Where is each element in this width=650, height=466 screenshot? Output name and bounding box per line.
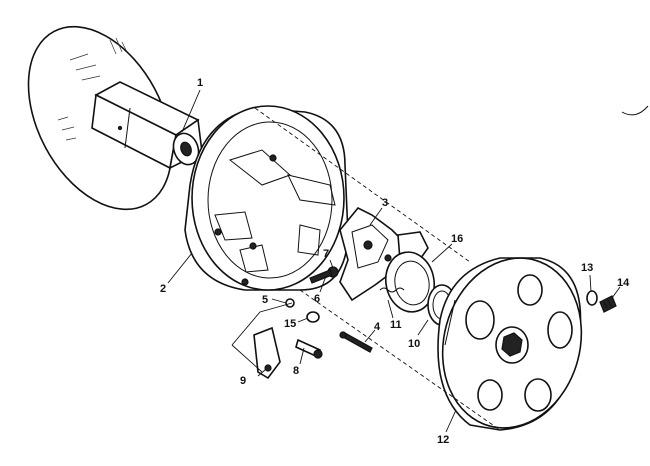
callout-10: 10 <box>408 338 420 350</box>
callout-8: 8 <box>293 365 299 377</box>
edge-mark <box>621 105 649 116</box>
leader-lines <box>167 89 621 433</box>
callout-5: 5 <box>262 294 268 306</box>
callout-2: 2 <box>160 283 166 295</box>
callout-labels: 1 2 3 4 5 6 7 8 9 10 11 12 13 14 15 16 <box>160 77 630 446</box>
part-15-washer <box>306 311 320 323</box>
callout-12: 12 <box>437 434 449 446</box>
callout-4: 4 <box>374 321 381 333</box>
part-13-washer <box>586 290 598 306</box>
part-6-screw <box>309 269 333 284</box>
part-14-bolt <box>599 295 617 313</box>
part-11-spring <box>379 287 405 293</box>
part-9-lever <box>253 326 281 380</box>
part-3-arm-bracket <box>339 206 429 302</box>
part-5-nut <box>285 298 295 308</box>
callout-11: 11 <box>390 319 402 331</box>
callout-9: 9 <box>240 375 246 387</box>
callout-3: 3 <box>382 197 388 209</box>
part-8-pin <box>295 338 323 359</box>
callout-1: 1 <box>197 77 203 89</box>
callout-13: 13 <box>581 262 593 274</box>
callout-15: 15 <box>284 318 296 330</box>
callout-16: 16 <box>451 233 463 245</box>
part-16-ring <box>384 251 436 313</box>
part-4-screw <box>339 331 373 353</box>
callout-14: 14 <box>617 277 630 289</box>
callout-6: 6 <box>314 293 320 305</box>
part-12-sheave-cover <box>437 257 583 431</box>
part-2-clutch-drum <box>184 105 349 291</box>
callout-7: 7 <box>323 248 329 260</box>
part-1-sheave-shaft <box>27 25 203 211</box>
